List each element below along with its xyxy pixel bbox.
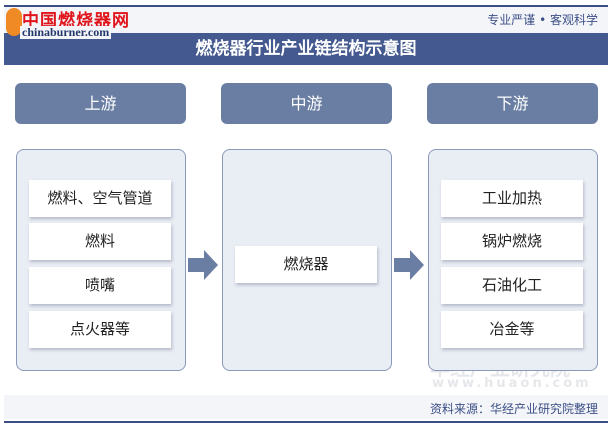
logo-url: chinaburner.com [20, 25, 112, 39]
upstream-item: 点火器等 [29, 311, 171, 348]
downstream-item: 石油化工 [441, 267, 583, 304]
logo: 中国燃烧器网 chinaburner.com [6, 6, 146, 39]
downstream-item: 冶金等 [441, 311, 583, 348]
watermark-url: www.huaon.com [432, 376, 592, 391]
top-rule [4, 5, 608, 7]
stage-downstream-header: 下游 [427, 83, 598, 124]
downstream-item: 锅炉燃烧 [441, 223, 583, 260]
midstream-item: 燃烧器 [235, 246, 377, 283]
footer-band [4, 395, 608, 419]
upstream-item: 燃料 [29, 223, 171, 260]
slogan: 专业严谨 • 客观科学 [487, 13, 598, 27]
downstream-item: 工业加热 [441, 180, 583, 217]
stage-upstream-header: 上游 [15, 83, 186, 124]
arrow-right-icon [394, 250, 424, 280]
logo-mark-icon [6, 8, 22, 36]
stage-midstream-header: 中游 [221, 83, 392, 124]
upstream-item: 燃料、空气管道 [29, 180, 171, 217]
bottom-rule [4, 421, 608, 423]
upstream-item: 喷嘴 [29, 267, 171, 304]
source-note: 资料来源：华经产业研究院整理 [429, 402, 598, 416]
arrow-right-icon [188, 250, 218, 280]
